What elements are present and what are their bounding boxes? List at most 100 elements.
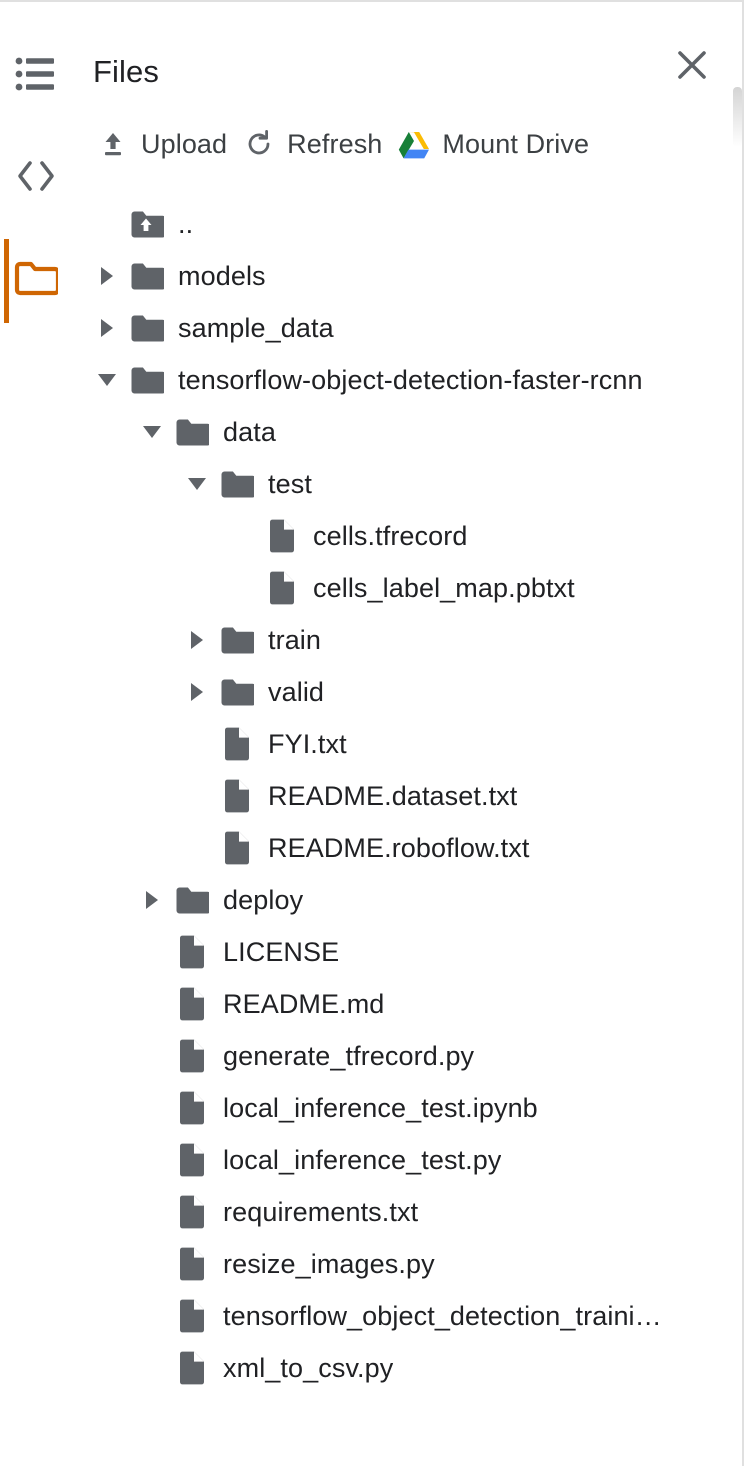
file-icon (263, 517, 301, 555)
tree-row[interactable]: xml_to_csv.py (72, 1342, 742, 1394)
tree-row[interactable]: README.dataset.txt (72, 770, 742, 822)
tree-row-label: README.md (223, 989, 385, 1019)
code-brackets-icon (16, 159, 56, 193)
tree-row[interactable]: .. (72, 198, 742, 250)
chevron-down-icon[interactable] (135, 415, 169, 449)
tree-row-label: test (268, 469, 312, 499)
tree-row[interactable]: local_inference_test.py (72, 1134, 742, 1186)
tree-row-label: LICENSE (223, 937, 340, 967)
tree-row-label: train (268, 625, 322, 655)
file-icon (218, 725, 256, 763)
tree-row-label: xml_to_csv.py (223, 1353, 394, 1383)
tree-row[interactable]: generate_tfrecord.py (72, 1030, 742, 1082)
file-icon (218, 829, 256, 867)
chevron-down-icon[interactable] (180, 467, 214, 501)
toggle-spacer (135, 1299, 169, 1333)
tree-row[interactable]: tensorflow-object-detection-faster-rcnn (72, 354, 742, 406)
file-icon (173, 1349, 211, 1387)
tree-row-label: local_inference_test.py (223, 1145, 502, 1175)
tree-row[interactable]: README.md (72, 978, 742, 1030)
tree-row-label: cells.tfrecord (313, 521, 468, 551)
toggle-spacer (135, 935, 169, 969)
file-icon (173, 1297, 211, 1335)
tree-row[interactable]: FYI.txt (72, 718, 742, 770)
toggle-spacer (135, 1351, 169, 1385)
file-icon (173, 1141, 211, 1179)
file-icon (173, 1193, 211, 1231)
file-icon (173, 933, 211, 971)
active-section-indicator (4, 239, 9, 323)
tree-row[interactable]: sample_data (72, 302, 742, 354)
left-icon-rail (0, 2, 72, 1466)
toggle-spacer (135, 1247, 169, 1281)
upload-label: Upload (141, 129, 228, 159)
folder-icon (218, 465, 256, 503)
close-button[interactable] (664, 37, 720, 93)
tree-row[interactable]: resize_images.py (72, 1238, 742, 1290)
tree-row-label: deploy (223, 885, 304, 915)
panel-header: Files (72, 2, 742, 107)
chevron-right-icon[interactable] (180, 623, 214, 657)
tree-row[interactable]: deploy (72, 874, 742, 926)
refresh-icon (242, 127, 276, 161)
tree-row[interactable]: LICENSE (72, 926, 742, 978)
file-icon (263, 569, 301, 607)
mount-drive-label: Mount Drive (442, 129, 590, 159)
scrollbar-thumb[interactable] (733, 87, 742, 147)
file-icon (173, 985, 211, 1023)
toggle-spacer (90, 207, 124, 241)
chevron-right-icon[interactable] (180, 675, 214, 709)
tree-row[interactable]: tensorflow_object_detection_traini… (72, 1290, 742, 1342)
toggle-spacer (180, 779, 214, 813)
tree-row-label: sample_data (178, 313, 334, 343)
toggle-spacer (135, 1143, 169, 1177)
tree-row[interactable]: data (72, 406, 742, 458)
file-icon (218, 777, 256, 815)
rail-item-code-snippets[interactable] (0, 144, 72, 208)
parent-folder-icon (128, 205, 166, 243)
toggle-spacer (225, 571, 259, 605)
tree-row-label: generate_tfrecord.py (223, 1041, 475, 1071)
toggle-spacer (225, 519, 259, 553)
tree-row-label: tensorflow-object-detection-faster-rcnn (178, 365, 643, 395)
google-drive-icon (397, 127, 431, 161)
tree-row-label: README.dataset.txt (268, 781, 518, 811)
chevron-down-icon[interactable] (90, 363, 124, 397)
tree-row-label: resize_images.py (223, 1249, 435, 1279)
rail-item-table-of-contents[interactable] (0, 42, 72, 106)
tree-row[interactable]: valid (72, 666, 742, 718)
toc-icon (15, 54, 57, 94)
files-toolbar: Upload Refresh (90, 117, 598, 171)
tree-row[interactable]: requirements.txt (72, 1186, 742, 1238)
rail-item-files[interactable] (0, 246, 72, 310)
folder-icon (128, 309, 166, 347)
tree-row-label: requirements.txt (223, 1197, 419, 1227)
toggle-spacer (180, 831, 214, 865)
tree-row-label: models (178, 261, 266, 291)
tree-row[interactable]: cells.tfrecord (72, 510, 742, 562)
folder-icon (128, 257, 166, 295)
tree-row[interactable]: train (72, 614, 742, 666)
tree-row-label: README.roboflow.txt (268, 833, 530, 863)
mount-drive-button[interactable]: Mount Drive (391, 117, 598, 171)
refresh-button[interactable]: Refresh (236, 117, 391, 171)
tree-row-label: tensorflow_object_detection_traini… (223, 1301, 662, 1331)
refresh-label: Refresh (287, 129, 383, 159)
chevron-right-icon[interactable] (90, 311, 124, 345)
tree-row[interactable]: test (72, 458, 742, 510)
tree-row[interactable]: models (72, 250, 742, 302)
folder-icon (173, 881, 211, 919)
file-icon (173, 1245, 211, 1283)
chevron-right-icon[interactable] (135, 883, 169, 917)
tree-row[interactable]: README.roboflow.txt (72, 822, 742, 874)
folder-icon (14, 260, 58, 296)
toggle-spacer (135, 1039, 169, 1073)
tree-row[interactable]: local_inference_test.ipynb (72, 1082, 742, 1134)
upload-button[interactable]: Upload (90, 117, 236, 171)
tree-row-label: .. (178, 209, 194, 239)
panel-scrollbar[interactable] (733, 2, 742, 1466)
chevron-right-icon[interactable] (90, 259, 124, 293)
tree-row[interactable]: cells_label_map.pbtxt (72, 562, 742, 614)
file-icon (173, 1089, 211, 1127)
file-tree: .. models sample_data tensorflow-object-det… (72, 198, 742, 1394)
